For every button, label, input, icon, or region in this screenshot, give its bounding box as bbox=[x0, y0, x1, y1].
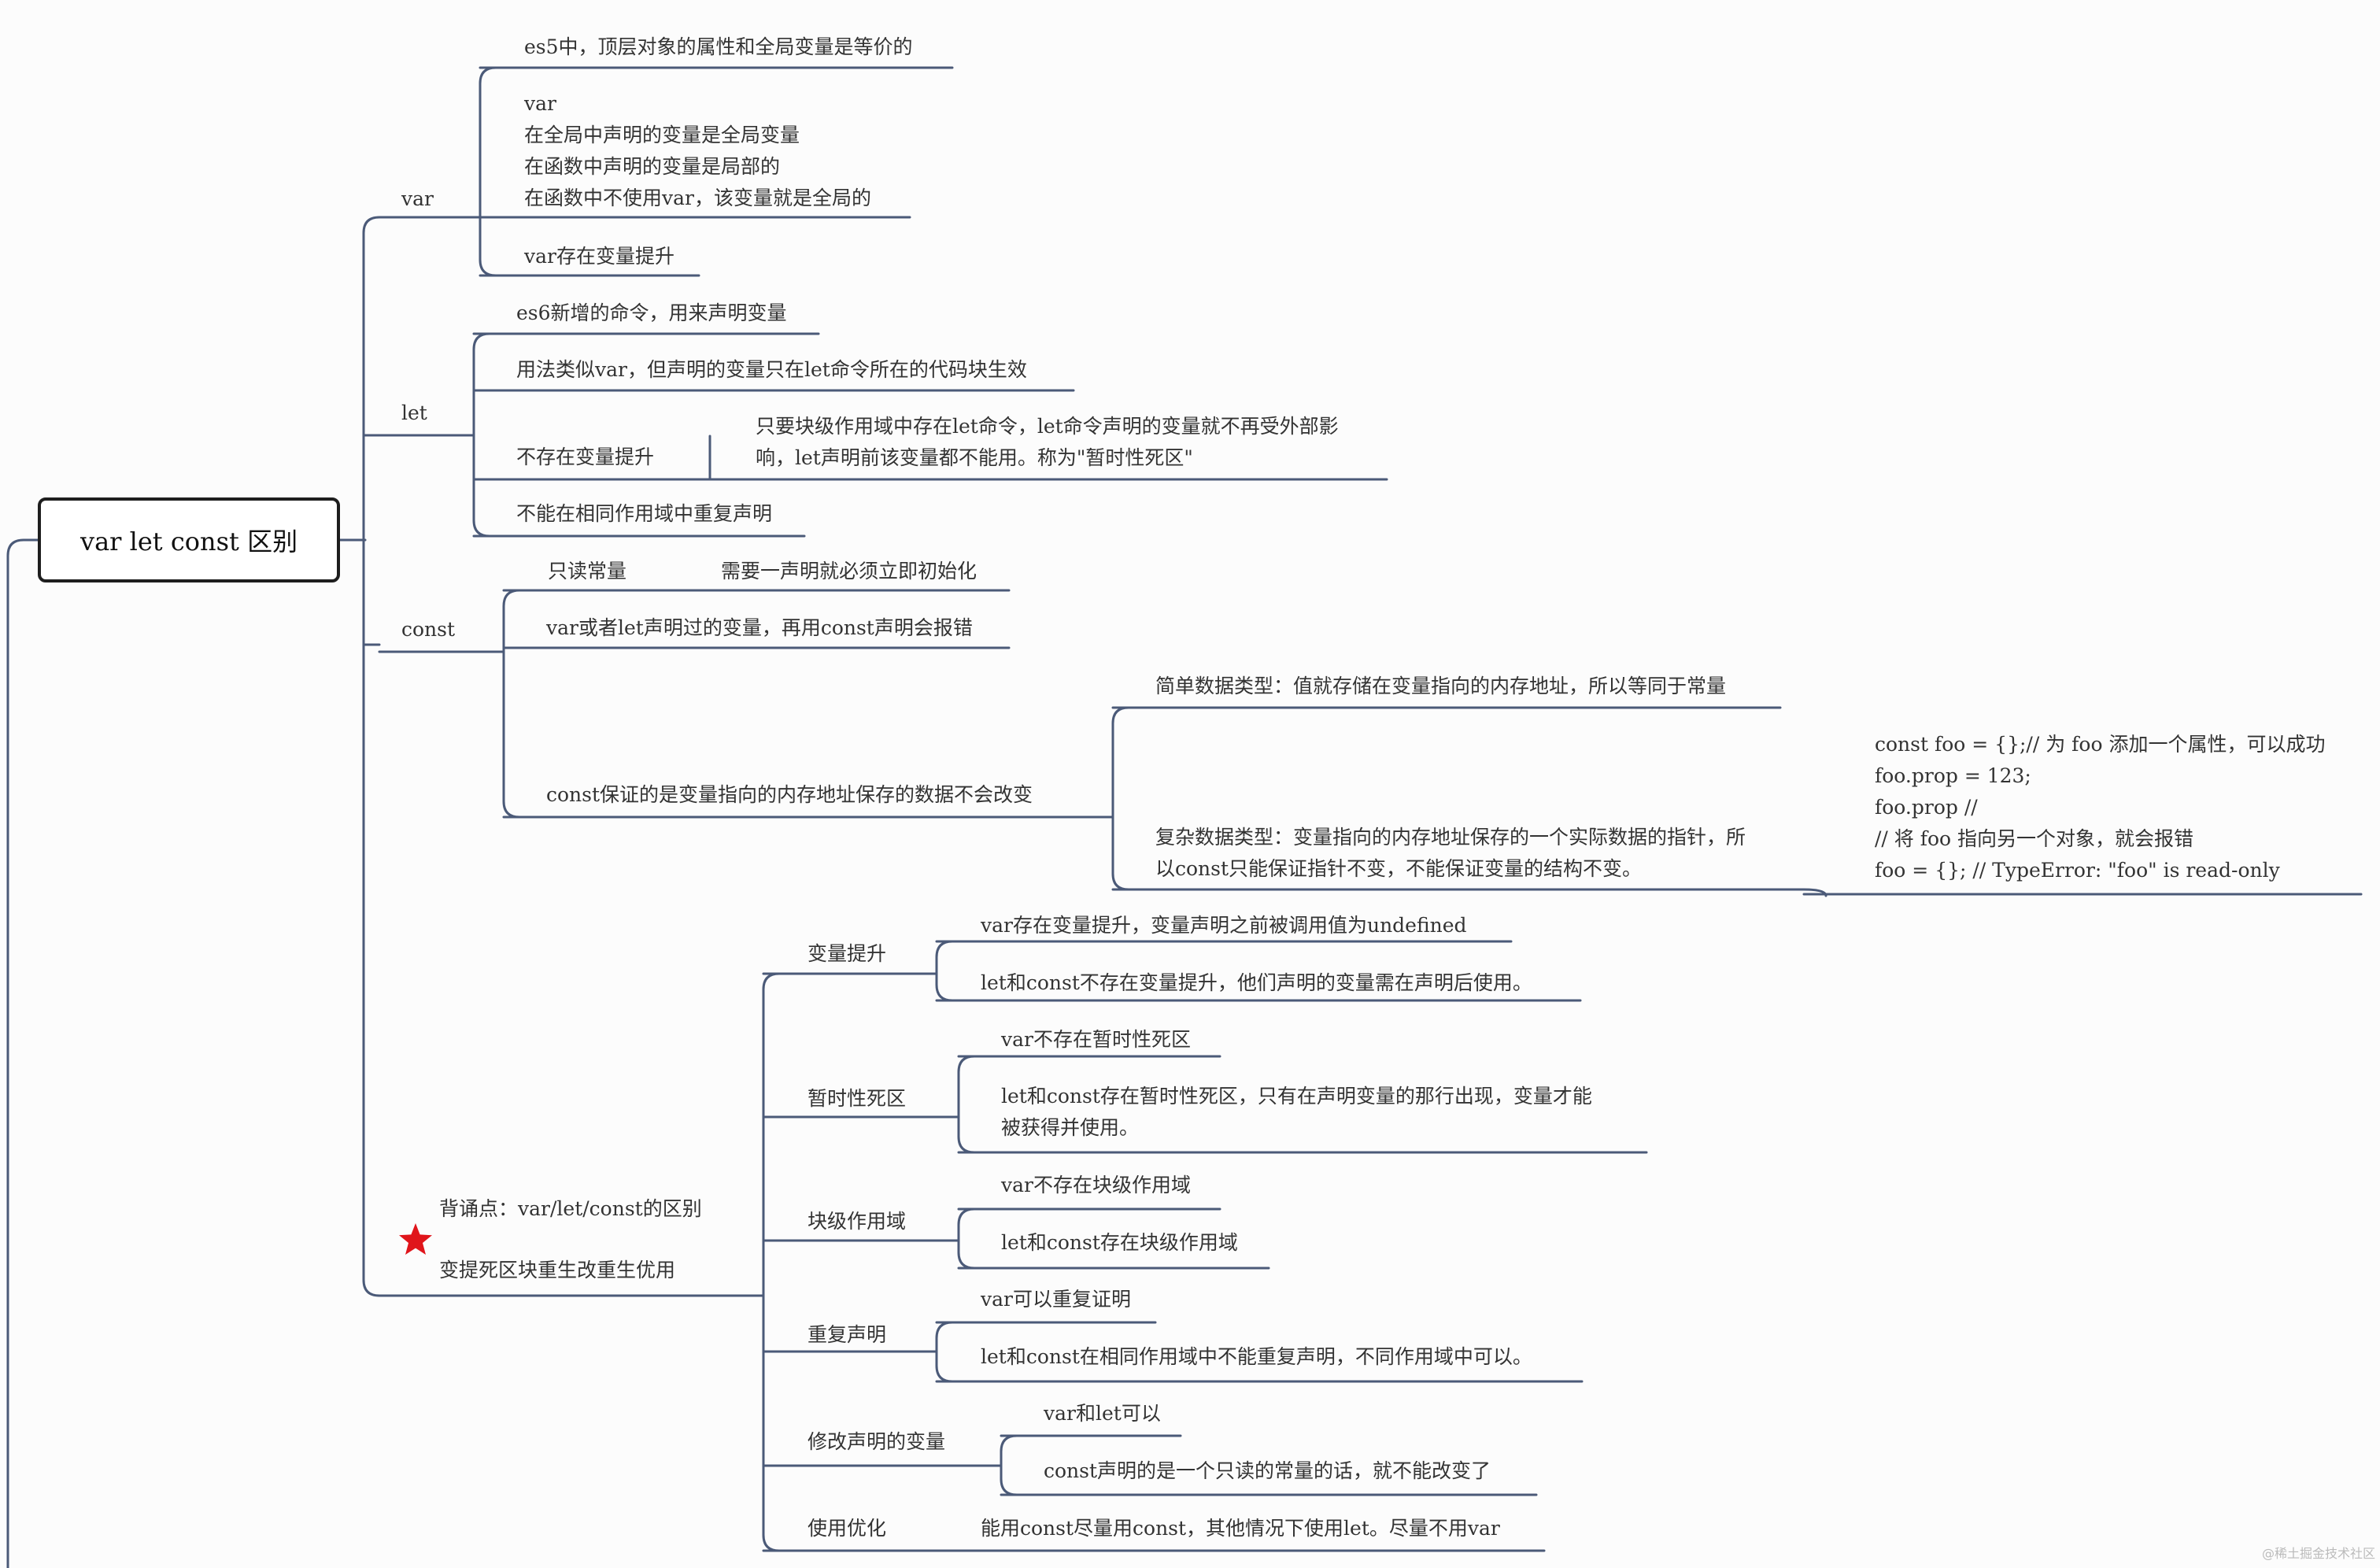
node-var-item-2-line-1[interactable]: var bbox=[524, 92, 556, 115]
node-group-modify[interactable]: 修改声明的变量 bbox=[808, 1430, 946, 1453]
node-group-block-scope-item-1[interactable]: var不存在块级作用域 bbox=[1001, 1174, 1191, 1196]
node-let-item-1[interactable]: es6新增的命令，用来声明变量 bbox=[516, 301, 787, 324]
node-group-tdz[interactable]: 暂时性死区 bbox=[808, 1087, 907, 1110]
root-node[interactable] bbox=[38, 497, 340, 582]
node-let-tdz-line-2: 响，let声明前该变量都不能用。称为"暂时性死区" bbox=[756, 446, 1193, 469]
node-group-modify-item-1[interactable]: var和let可以 bbox=[1044, 1402, 1161, 1425]
node-var-item-2-line-4: 在函数中不使用var，该变量就是全局的 bbox=[524, 187, 871, 209]
node-diff-line-2: 变提死区块重生改重生优用 bbox=[439, 1259, 676, 1281]
node-group-redeclare-item-2[interactable]: let和const在相同作用域中不能重复声明，不同作用域中可以。 bbox=[981, 1345, 1532, 1368]
node-const-code-line-2: foo.prop = 123; bbox=[1875, 764, 2031, 787]
node-const-complex-type-line-1[interactable]: 复杂数据类型：变量指向的内存地址保存的一个实际数据的指针，所 bbox=[1155, 826, 1746, 849]
node-var-item-1[interactable]: es5中，顶层对象的属性和全局变量是等价的 bbox=[524, 35, 913, 58]
node-const-code-line-1[interactable]: const foo = {};// 为 foo 添加一个属性，可以成功 bbox=[1875, 733, 2326, 756]
node-var[interactable]: var bbox=[401, 187, 434, 210]
node-const-code-line-5: foo = {}; // TypeError: "foo" is read-on… bbox=[1875, 859, 2280, 882]
node-const-redeclare[interactable]: var或者let声明过的变量，再用const声明会报错 bbox=[546, 616, 973, 639]
node-let[interactable]: let bbox=[401, 401, 427, 424]
node-group-optimize[interactable]: 使用优化 bbox=[808, 1517, 887, 1540]
node-var-item-2-line-2: 在全局中声明的变量是全局变量 bbox=[524, 124, 800, 146]
node-group-optimize-item-1[interactable]: 能用const尽量用const，其他情况下使用let。尽量不用var bbox=[981, 1517, 1500, 1540]
node-group-tdz-item-2-line-2: 被获得并使用。 bbox=[1001, 1116, 1140, 1139]
node-const-code-line-4: // 将 foo 指向另一个对象，就会报错 bbox=[1875, 827, 2194, 850]
node-const-complex-type-line-2: 以const只能保证指针不变，不能保证变量的结构不变。 bbox=[1155, 857, 1643, 880]
node-group-tdz-item-2-line-1[interactable]: let和const存在暂时性死区，只有在声明变量的那行出现，变量才能 bbox=[1001, 1085, 1592, 1108]
node-const[interactable]: const bbox=[401, 618, 456, 641]
node-group-redeclare[interactable]: 重复声明 bbox=[808, 1323, 887, 1346]
node-const-guarantee[interactable]: const保证的是变量指向的内存地址保存的数据不会改变 bbox=[546, 783, 1033, 806]
node-group-block-scope-item-2[interactable]: let和const存在块级作用域 bbox=[1001, 1231, 1238, 1254]
node-let-no-hoisting[interactable]: 不存在变量提升 bbox=[516, 446, 655, 468]
node-group-tdz-item-1[interactable]: var不存在暂时性死区 bbox=[1001, 1028, 1191, 1051]
node-const-simple-type[interactable]: 简单数据类型：值就存储在变量指向的内存地址，所以等同于常量 bbox=[1155, 675, 1727, 697]
node-group-hoisting-item-1[interactable]: var存在变量提升，变量声明之前被调用值为undefined bbox=[981, 914, 1467, 937]
node-group-hoisting[interactable]: 变量提升 bbox=[808, 942, 887, 965]
node-group-redeclare-item-1[interactable]: var可以重复证明 bbox=[981, 1288, 1131, 1311]
node-let-item-2[interactable]: 用法类似var，但声明的变量只在let命令所在的代码块生效 bbox=[516, 358, 1027, 381]
node-const-readonly[interactable]: 只读常量 bbox=[548, 560, 627, 582]
node-group-hoisting-item-2[interactable]: let和const不存在变量提升，他们声明的变量需在声明后使用。 bbox=[981, 971, 1532, 994]
node-var-item-2-line-3: 在函数中声明的变量是局部的 bbox=[524, 155, 781, 178]
node-const-readonly-detail[interactable]: 需要一声明就必须立即初始化 bbox=[721, 560, 978, 582]
node-group-modify-item-2[interactable]: const声明的是一个只读的常量的话，就不能改变了 bbox=[1044, 1459, 1491, 1482]
node-diff-line-1[interactable]: 背诵点：var/let/const的区别 bbox=[439, 1197, 702, 1220]
node-let-item-4[interactable]: 不能在相同作用域中重复声明 bbox=[516, 502, 773, 525]
node-const-code-line-3: foo.prop // bbox=[1875, 796, 1978, 819]
root-node-title: var let const 区别 bbox=[80, 527, 298, 557]
star-icon bbox=[399, 1223, 432, 1255]
node-let-tdz-line-1[interactable]: 只要块级作用域中存在let命令，let命令声明的变量就不再受外部影 bbox=[756, 415, 1339, 438]
watermark: @稀土掘金技术社区 bbox=[2261, 1546, 2375, 1561]
node-group-block-scope[interactable]: 块级作用域 bbox=[808, 1210, 907, 1233]
node-var-item-3[interactable]: var存在变量提升 bbox=[524, 245, 674, 268]
